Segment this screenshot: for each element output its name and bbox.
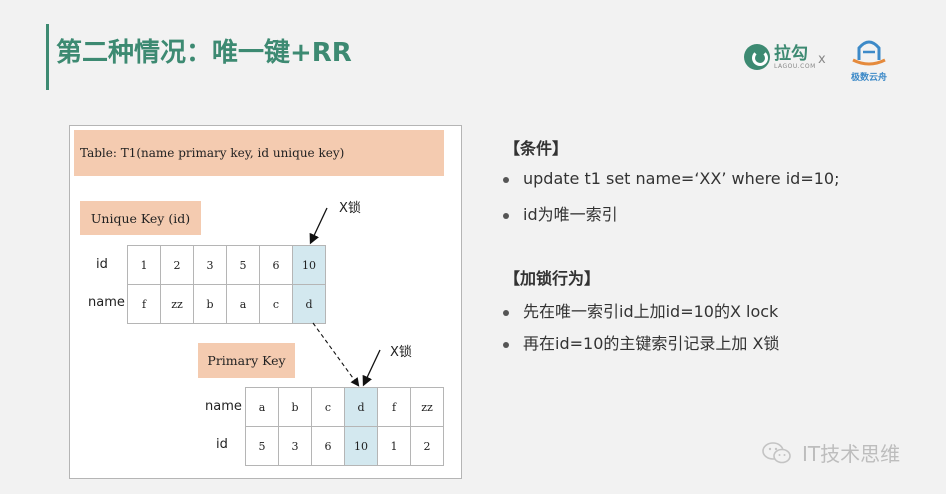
- primary-id-cell: 2: [410, 426, 444, 466]
- table-definition-label: Table: T1(name primary key, id unique ke…: [74, 130, 444, 176]
- primary-id-cell: 1: [377, 426, 411, 466]
- condition-item-text: update t1 set name=‘XX’ where id=10;: [523, 169, 840, 188]
- yunzhou-logo-text: 极数云舟: [850, 73, 887, 83]
- primary-key-index-table: a b c d f zz 5 3 6 10 1 2: [245, 387, 444, 466]
- lagou-logo-text: 拉勾: [774, 43, 808, 64]
- bullet-dot-icon: [503, 341, 509, 348]
- unique-name-cell: c: [259, 284, 293, 324]
- unique-key-label: Unique Key (id): [80, 201, 201, 235]
- unique-id-cell-locked: 10: [292, 245, 326, 285]
- yunzhou-logo: 极数云舟: [846, 38, 892, 83]
- primary-name-cell: a: [245, 387, 279, 427]
- primary-name-cell: zz: [410, 387, 444, 427]
- x-lock-label-primary: X锁: [390, 345, 412, 360]
- unique-id-cell: 2: [160, 245, 194, 285]
- x-lock-label-unique: X锁: [339, 201, 361, 216]
- primary-id-row: 5 3 6 10 1 2: [245, 426, 444, 466]
- unique-name-cell: zz: [160, 284, 194, 324]
- unique-name-cell: f: [127, 284, 161, 324]
- primary-name-cell: f: [377, 387, 411, 427]
- conditions-heading: 【条件】: [504, 139, 569, 158]
- unique-id-cell: 6: [259, 245, 293, 285]
- primary-id-cell: 6: [311, 426, 345, 466]
- yunzhou-logo-icon: [852, 40, 886, 66]
- unique-name-cell: a: [226, 284, 260, 324]
- locking-item: 再在id=10的主键索引记录上加 X锁: [503, 330, 779, 354]
- primary-key-label: Primary Key: [198, 343, 295, 378]
- slide-title: 第二种情况：唯一键+RR: [56, 38, 352, 68]
- unique-name-cell: b: [193, 284, 227, 324]
- bullet-dot-icon: [503, 176, 509, 183]
- unique-id-row: 1 2 3 5 6 10: [127, 245, 326, 285]
- unique-key-index-table: 1 2 3 5 6 10 f zz b a c d: [127, 245, 326, 324]
- logo-separator: x: [818, 52, 826, 67]
- unique-name-row-label: name: [88, 295, 125, 310]
- locking-item: 先在唯一索引id上加id=10的X lock: [503, 298, 778, 322]
- locking-item-text: 再在id=10的主键索引记录上加 X锁: [523, 334, 780, 353]
- locking-item-text: 先在唯一索引id上加id=10的X lock: [523, 302, 779, 321]
- title-accent-bar: [46, 24, 49, 90]
- bullet-dot-icon: [503, 309, 509, 316]
- lagou-logo: 拉勾 LAGOU.COM: [744, 44, 816, 70]
- primary-name-row: a b c d f zz: [245, 387, 444, 427]
- condition-item-text: id为唯一索引: [523, 205, 618, 224]
- condition-item: update t1 set name=‘XX’ where id=10;: [503, 169, 839, 188]
- unique-id-row-label: id: [96, 257, 108, 272]
- unique-id-cell: 1: [127, 245, 161, 285]
- primary-id-cell: 3: [278, 426, 312, 466]
- wechat-icon: [762, 441, 791, 463]
- primary-name-cell: c: [311, 387, 345, 427]
- wechat-watermark: IT技术思维: [762, 438, 900, 467]
- primary-id-cell-locked: 10: [344, 426, 378, 466]
- bullet-dot-icon: [503, 212, 509, 219]
- lagou-logo-icon: [744, 44, 770, 70]
- primary-name-row-label: name: [205, 399, 242, 414]
- locking-heading: 【加锁行为】: [504, 269, 601, 288]
- unique-name-row: f zz b a c d: [127, 284, 326, 324]
- unique-id-cell: 5: [226, 245, 260, 285]
- unique-name-cell-locked: d: [292, 284, 326, 324]
- primary-id-row-label: id: [216, 437, 228, 452]
- unique-id-cell: 3: [193, 245, 227, 285]
- primary-id-cell: 5: [245, 426, 279, 466]
- primary-name-cell-locked: d: [344, 387, 378, 427]
- watermark-text: IT技术思维: [802, 442, 901, 466]
- primary-name-cell: b: [278, 387, 312, 427]
- lagou-logo-subtext: LAGOU.COM: [774, 62, 816, 70]
- condition-item: id为唯一索引: [503, 201, 618, 225]
